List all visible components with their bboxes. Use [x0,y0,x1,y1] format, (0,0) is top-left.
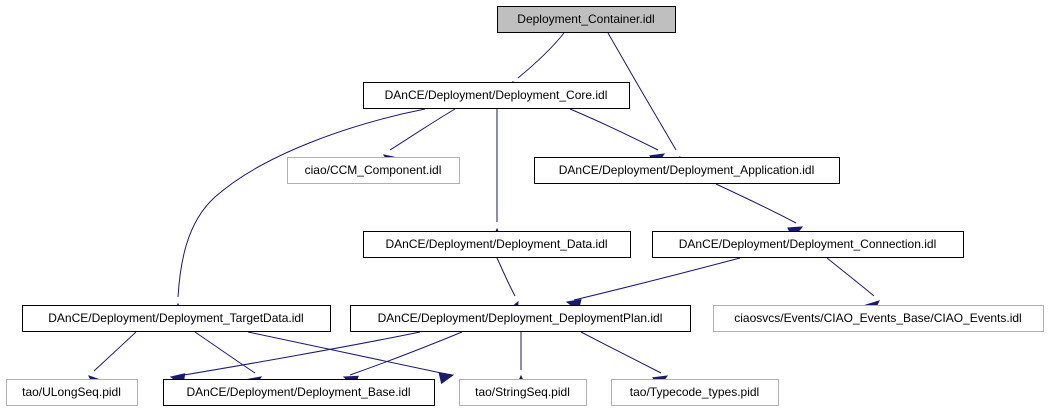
graph-node-deploymentplan[interactable]: DAnCE/Deployment/Deployment_DeploymentPl… [350,305,691,332]
graph-node-connection[interactable]: DAnCE/Deployment/Deployment_Connection.i… [652,231,964,258]
node-label: ciao/CCM_Component.idl [305,163,442,177]
node-box[interactable] [363,231,631,258]
edge-line [349,331,463,376]
edge-line [93,331,137,372]
graph-edge-core-to-targetdata [172,108,426,318]
graph-node-stringseq[interactable]: tao/StringSeq.pidl [459,379,587,406]
node-box[interactable] [713,305,1044,332]
graph-node-application[interactable]: DAnCE/Deployment/Deployment_Application.… [534,157,840,184]
graph-node-container[interactable]: Deployment_Container.idl [497,6,676,33]
edge-line [517,32,565,79]
graph-edge-deploymentplan-to-ulongseq [169,331,421,386]
node-box[interactable] [363,82,630,109]
edge-line [607,32,677,151]
graph-edge-targetdata-to-stringseq [247,331,455,385]
node-label: DAnCE/Deployment/Deployment_Data.idl [385,237,607,251]
graph-edge-core-to-data [490,109,504,243]
graph-edge-connection-to-deploymentplan [565,257,741,312]
node-label: tao/StringSeq.pidl [475,385,570,399]
graph-node-ccm_component[interactable]: ciao/CCM_Component.idl [287,157,460,184]
node-box[interactable] [163,379,435,406]
node-label: DAnCE/Deployment/Deployment_Core.idl [385,88,608,102]
node-box[interactable] [22,305,331,332]
graph-edge-core-to-application [569,108,666,167]
graph-edge-application-to-connection [715,183,804,239]
node-label: DAnCE/Deployment/Deployment_Base.idl [186,385,410,399]
node-box[interactable] [287,157,460,184]
graph-nodes-layer: Deployment_Container.idlDAnCE/Deployment… [6,6,1044,406]
node-box[interactable] [534,157,840,184]
arrowhead-icon [438,371,455,385]
node-box[interactable] [350,305,691,332]
edge-line [715,183,797,224]
node-box[interactable] [611,379,779,406]
edge-line [247,331,447,375]
node-label: DAnCE/Deployment/Deployment_Application.… [559,163,814,177]
graph-node-core[interactable]: DAnCE/Deployment/Deployment_Core.idl [363,82,630,109]
graph-node-ulongseq[interactable]: tao/ULongSeq.pidl [6,379,138,406]
graph-edge-deploymentplan-to-typecode [580,331,669,389]
node-box[interactable] [6,379,138,406]
node-label: ciaosvcs/Events/CIAO_Events_Base/CIAO_Ev… [734,311,1021,325]
node-label: DAnCE/Deployment/Deployment_TargetData.i… [48,311,303,325]
edge-line [177,108,426,298]
node-box[interactable] [497,6,676,33]
graph-node-typecode[interactable]: tao/Typecode_types.pidl [611,379,779,406]
edge-line [580,331,662,374]
node-label: tao/ULongSeq.pidl [22,385,121,399]
node-label: tao/Typecode_types.pidl [630,385,759,399]
edge-line [569,108,659,151]
graph-node-targetdata[interactable]: DAnCE/Deployment/Deployment_TargetData.i… [22,305,331,332]
node-label: DAnCE/Deployment/Deployment_Connection.i… [679,237,936,251]
edge-line [389,108,456,151]
node-box[interactable] [652,231,964,258]
edge-line [826,257,875,297]
node-label: Deployment_Container.idl [517,12,654,26]
edge-line [496,257,516,297]
edge-line [573,257,741,301]
graph-node-data[interactable]: DAnCE/Deployment/Deployment_Data.idl [363,231,631,258]
graph-node-ciao_events[interactable]: ciaosvcs/Events/CIAO_Events_Base/CIAO_Ev… [713,305,1044,332]
node-label: DAnCE/Deployment/Deployment_DeploymentPl… [378,311,663,325]
edge-line [194,331,256,374]
node-box[interactable] [459,379,587,406]
edge-line [177,331,421,377]
graph-node-base[interactable]: DAnCE/Deployment/Deployment_Base.idl [163,379,435,406]
